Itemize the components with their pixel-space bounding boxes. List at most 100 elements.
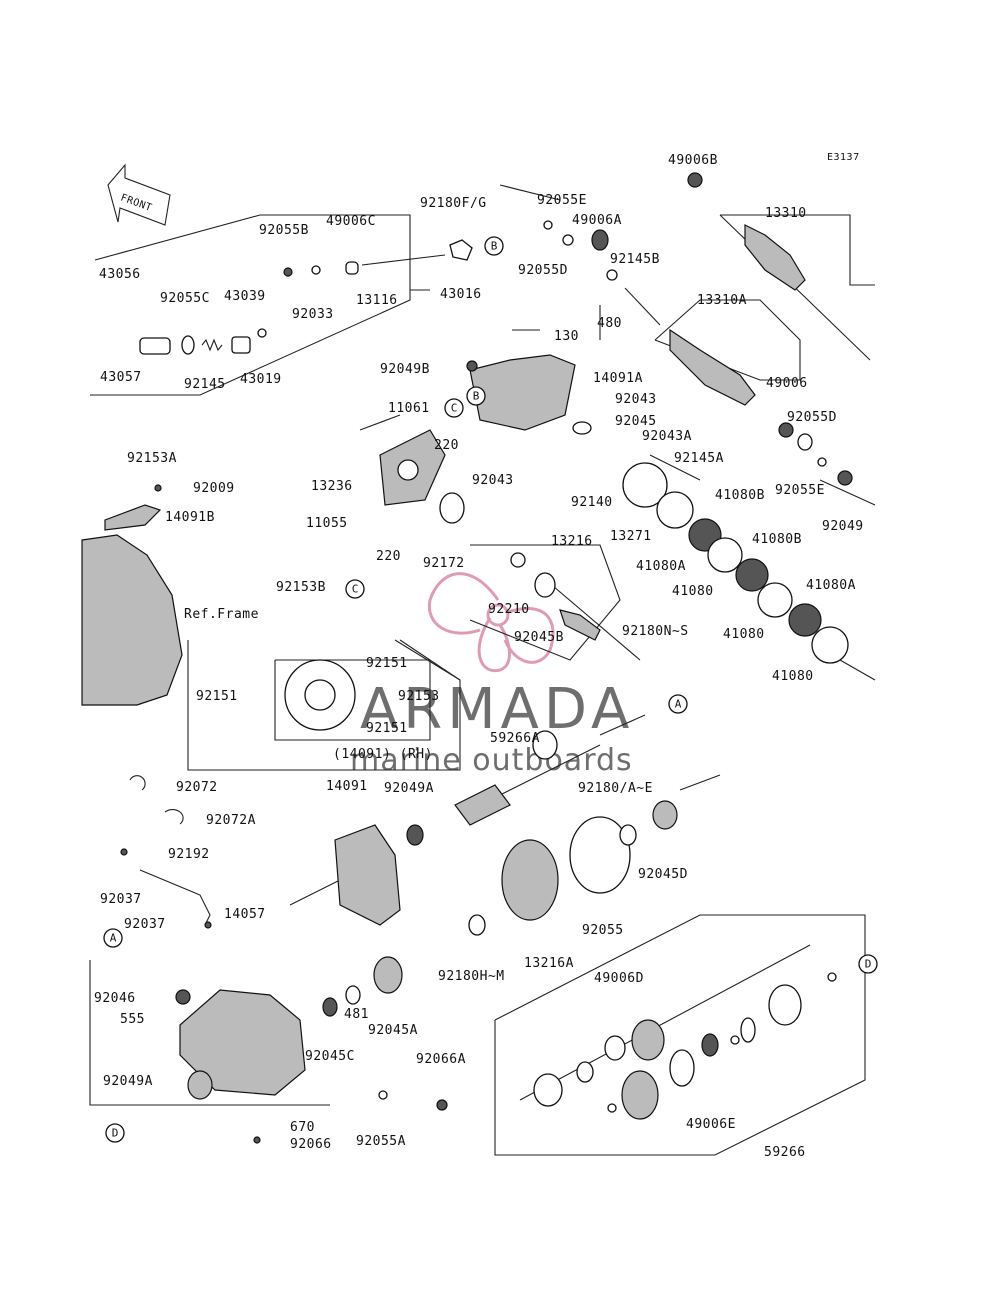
watermark-tagline: marine outboards <box>350 743 633 778</box>
label-92045b: 92045B <box>514 630 564 645</box>
front-arrow-label: FRONT <box>119 192 153 213</box>
label-92140: 92140 <box>571 495 613 510</box>
label-92153b: 92153B <box>276 580 326 595</box>
part-92055b-shape <box>283 267 293 277</box>
part-49006a-shape <box>591 229 609 251</box>
watermark-brand: ARMADA <box>360 677 634 742</box>
armada-watermark: ARMADA marine outboards <box>350 572 634 778</box>
callout-c-mid <box>444 398 464 418</box>
label-92055d-right: 92055D <box>787 410 837 425</box>
label-92045c: 92045C <box>305 1049 355 1064</box>
label-92180hm: 92180H~M <box>438 969 505 984</box>
callout-d-left <box>105 1123 125 1143</box>
label-11055: 11055 <box>306 516 348 531</box>
part-92210-shape <box>510 552 526 568</box>
part-92072a-shape <box>164 808 184 825</box>
label-92055e-top: 92055E <box>537 193 587 208</box>
label-670: 670 <box>290 1120 315 1135</box>
part-49006b-shape <box>687 172 703 188</box>
label-92043-b: 92043 <box>472 473 514 488</box>
part-92049a-lower-shape <box>187 1070 213 1100</box>
label-92145b: 92145B <box>610 252 660 267</box>
label-92055c: 92055C <box>160 291 210 306</box>
part-92049b-shape <box>466 360 478 372</box>
callouts: B B C C A A D D <box>103 236 878 1143</box>
label-92153: 92153 <box>398 689 440 704</box>
frame-shape <box>81 534 183 706</box>
callout-c-mid-label: C <box>451 402 458 415</box>
callout-b-mid <box>466 386 486 406</box>
label-92055a: 92055A <box>356 1134 406 1149</box>
label-49006d: 49006D <box>594 971 644 986</box>
label-92043a: 92043A <box>642 429 692 444</box>
label-92151-b: 92151 <box>196 689 238 704</box>
callout-a-left <box>103 928 123 948</box>
label-13216: 13216 <box>551 534 593 549</box>
part-92045d-shape <box>652 800 678 830</box>
label-92153a: 92153A <box>127 451 177 466</box>
label-92045: 92045 <box>615 414 657 429</box>
label-92066a: 92066A <box>416 1052 466 1067</box>
label-41080-c: 41080 <box>772 669 814 684</box>
label-14057: 14057 <box>224 907 266 922</box>
callout-b-mid-label: B <box>473 390 480 403</box>
part-shapes <box>81 172 853 1144</box>
label-14091a: 14091A <box>593 371 643 386</box>
part-13216a-gear-shape <box>501 839 559 921</box>
part-92055a-shape <box>378 1090 388 1100</box>
part-13216-gear-shape <box>559 609 601 641</box>
label-41080-a: 41080 <box>672 584 714 599</box>
label-13116: 13116 <box>356 293 398 308</box>
part-481-shape <box>345 985 361 1005</box>
part-92145-shape <box>139 337 171 355</box>
label-49006c: 49006C <box>326 214 376 229</box>
label-92049a-a: 92049A <box>384 781 434 796</box>
callout-a-right <box>668 694 688 714</box>
label-130: 130 <box>554 329 579 344</box>
label-92045a: 92045A <box>368 1023 418 1038</box>
label-92049b: 92049B <box>380 362 430 377</box>
ref-frame-label: Ref.Frame <box>184 607 259 622</box>
label-59266: 59266 <box>764 1145 806 1160</box>
label-14091: 14091 <box>326 779 368 794</box>
label-92055: 92055 <box>582 923 624 938</box>
part-labels: E3137 Ref.Frame (14091) (RH) 49006B 1331… <box>94 152 863 1160</box>
propeller-logo-icon <box>427 572 555 673</box>
part-spring-shape <box>201 338 223 352</box>
part-49006c-shape <box>345 261 359 275</box>
callout-b-top <box>484 236 504 256</box>
label-11061: 11061 <box>388 401 430 416</box>
label-92172: 92172 <box>423 556 465 571</box>
label-43056: 43056 <box>99 267 141 282</box>
part-92049-shape <box>837 470 853 486</box>
label-14091b: 14091B <box>165 510 215 525</box>
part-92072-shape <box>129 775 146 791</box>
label-92045d: 92045D <box>638 867 688 882</box>
part-13310a-shape <box>669 328 756 406</box>
label-13216a: 13216A <box>524 956 574 971</box>
figure-code: E3137 <box>827 152 860 163</box>
part-14091b-shape <box>104 504 162 531</box>
label-92046: 92046 <box>94 991 136 1006</box>
label-92151-c: 92151 <box>366 721 408 736</box>
front-arrow-icon: FRONT <box>107 163 171 226</box>
part-92033-shape <box>311 265 321 275</box>
label-92180ns: 92180N~S <box>622 624 689 639</box>
part-92045-shape <box>572 421 592 435</box>
label-555: 555 <box>120 1012 145 1027</box>
part-92180hm-shape <box>468 914 486 936</box>
label-92210: 92210 <box>488 602 530 617</box>
sub-note: (14091) (RH) <box>333 747 433 762</box>
part-92045a-shape <box>373 956 403 994</box>
part-13310-shape <box>744 224 806 291</box>
part-92172-shape <box>439 492 465 524</box>
label-43039: 43039 <box>224 289 266 304</box>
clutch-plates <box>622 462 849 664</box>
label-13271: 13271 <box>610 529 652 544</box>
callout-d-right <box>858 954 878 974</box>
label-92145a: 92145A <box>674 451 724 466</box>
label-49006: 49006 <box>766 376 808 391</box>
part-49006-shape <box>778 422 794 438</box>
part-92046-shape <box>175 989 191 1005</box>
